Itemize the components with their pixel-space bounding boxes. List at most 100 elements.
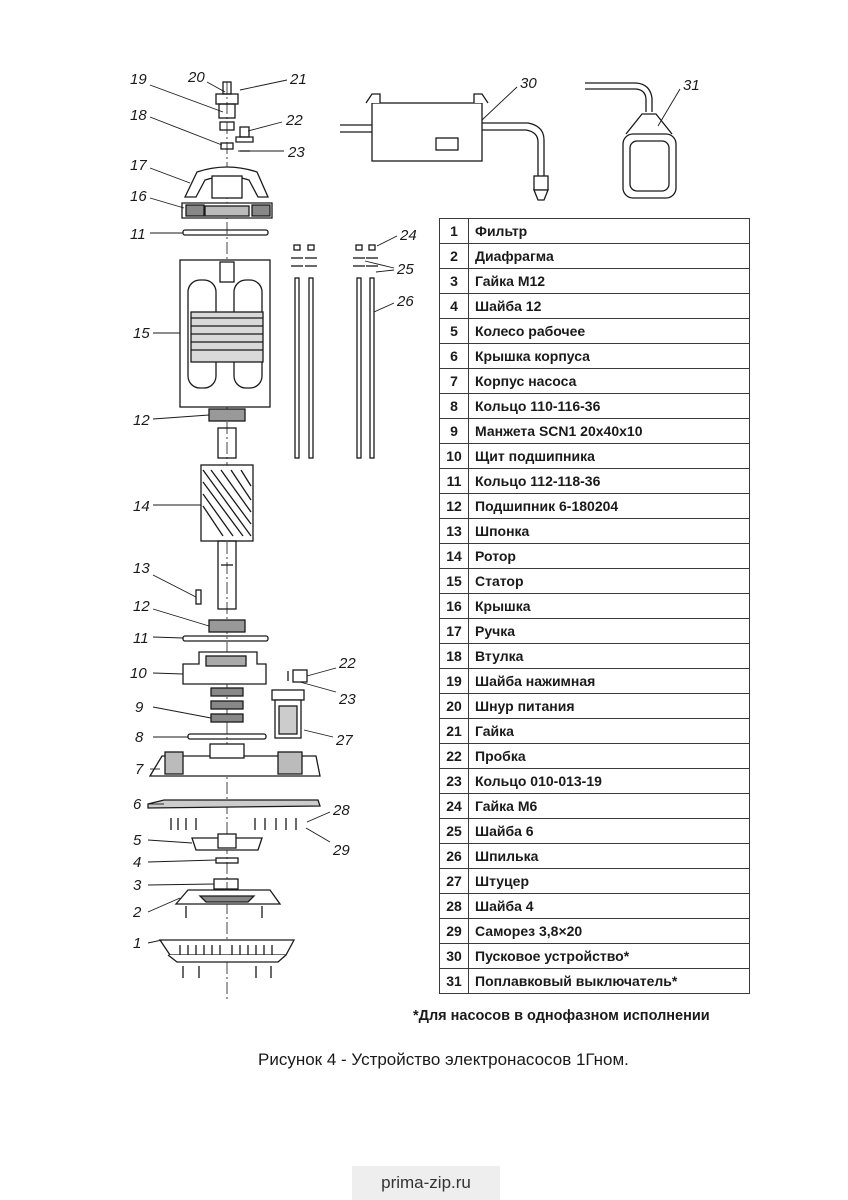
part-name: Саморез 3,8×20 [468, 918, 750, 944]
studs [291, 244, 378, 459]
part-name: Втулка [468, 643, 750, 669]
housing-cover [147, 799, 321, 809]
part-name: Гайка М6 [468, 793, 750, 819]
callout-12-lower: 12 [133, 598, 150, 615]
part-name: Щит подшипника [468, 443, 750, 469]
part-number: 20 [439, 693, 469, 719]
bearing-lower [208, 619, 246, 633]
callout-10: 10 [130, 665, 147, 682]
part-name: Шайба 4 [468, 893, 750, 919]
part-number: 28 [439, 893, 469, 919]
callout-2: 2 [132, 904, 142, 921]
part-number: 3 [439, 268, 469, 294]
callout-24: 24 [399, 227, 417, 244]
part-name: Гайка [468, 718, 750, 744]
part-name: Подшипник 6-180204 [468, 493, 750, 519]
callout-26: 26 [396, 293, 414, 310]
part-number: 7 [439, 368, 469, 394]
screws [170, 818, 297, 830]
part-number: 23 [439, 768, 469, 794]
part-number: 5 [439, 318, 469, 344]
part-name: Гайка М12 [468, 268, 750, 294]
callout-7: 7 [135, 761, 144, 778]
part-number: 27 [439, 868, 469, 894]
callout-14: 14 [133, 498, 150, 515]
part-name: Диафрагма [468, 243, 750, 269]
part-number: 4 [439, 293, 469, 319]
part-name: Манжета SCN1 20х40х10 [468, 418, 750, 444]
callout-25: 25 [396, 261, 414, 278]
starting-device [340, 93, 549, 201]
bearing-shield [182, 651, 267, 685]
callout-labels: 19 20 21 18 22 23 17 16 11 15 12 14 13 1… [130, 69, 700, 952]
callout-9: 9 [135, 699, 144, 716]
callout-16: 16 [130, 188, 147, 205]
cuffs [210, 687, 244, 723]
part-name: Шпонка [468, 518, 750, 544]
callout-4: 4 [133, 854, 141, 871]
callout-12-top: 12 [133, 412, 150, 429]
plug-lower [287, 669, 308, 683]
part-name: Шайба 12 [468, 293, 750, 319]
part-name: Ротор [468, 543, 750, 569]
part-number: 26 [439, 843, 469, 869]
part-number: 16 [439, 593, 469, 619]
callout-17: 17 [130, 157, 147, 174]
handle [183, 166, 269, 199]
part-name: Ручка [468, 618, 750, 644]
callout-18: 18 [130, 107, 147, 124]
callout-27: 27 [335, 732, 353, 749]
callout-11-lower: 11 [133, 630, 149, 647]
part-number: 31 [439, 968, 469, 994]
part-number: 2 [439, 243, 469, 269]
callout-20: 20 [187, 69, 205, 86]
bearing-upper [208, 408, 246, 422]
part-number: 6 [439, 343, 469, 369]
part-name: Штуцер [468, 868, 750, 894]
ring-lower [182, 635, 269, 642]
part-name: Пусковое устройство* [468, 943, 750, 969]
callout-11-top: 11 [130, 226, 146, 243]
part-number: 10 [439, 443, 469, 469]
part-name: Шайба нажимная [468, 668, 750, 694]
pump-body [148, 743, 321, 777]
float-switch [585, 82, 677, 199]
part-name: Пробка [468, 743, 750, 769]
callout-23-lower: 23 [338, 691, 356, 708]
callout-1: 1 [133, 935, 141, 952]
callout-13: 13 [133, 560, 150, 577]
part-name: Колесо рабочее [468, 318, 750, 344]
part-number: 12 [439, 493, 469, 519]
cover [181, 202, 273, 219]
callout-23-top: 23 [287, 144, 305, 161]
part-number: 11 [439, 468, 469, 494]
part-number: 8 [439, 393, 469, 419]
part-name: Крышка корпуса [468, 343, 750, 369]
